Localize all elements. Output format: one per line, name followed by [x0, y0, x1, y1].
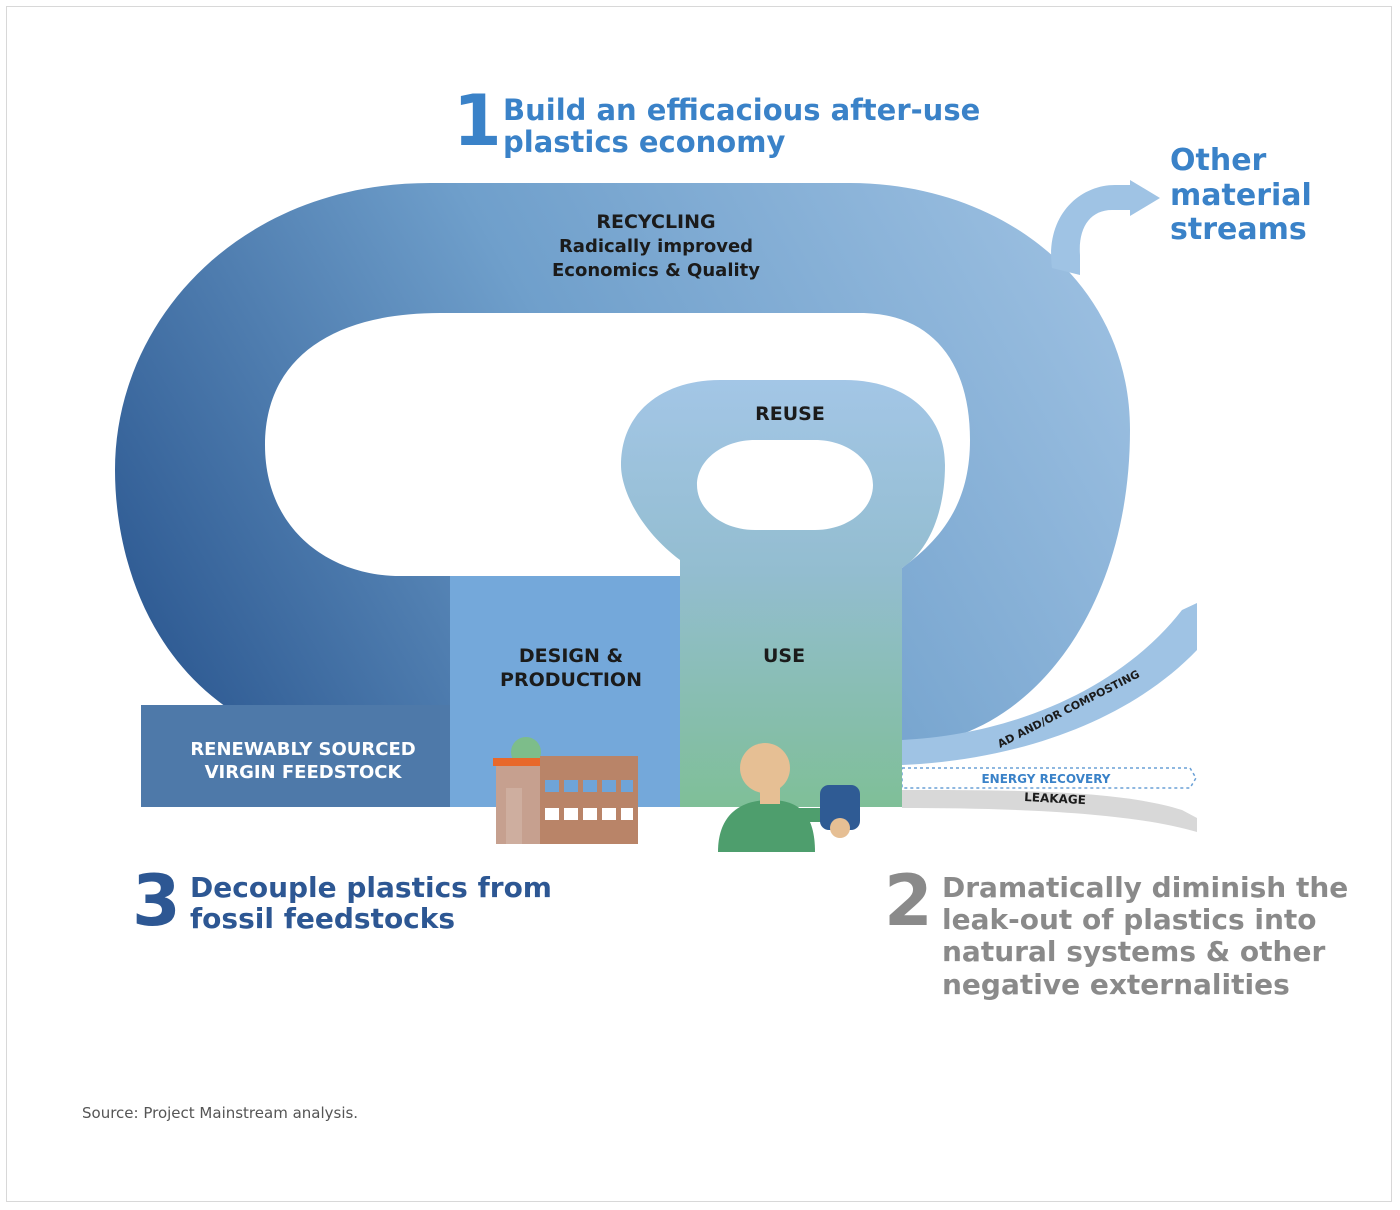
reuse-use-shape [621, 380, 945, 807]
recycling-loop [115, 183, 1130, 756]
reuse-label: REUSE [755, 403, 825, 425]
leakage-flow [902, 790, 1197, 832]
heading-2-number: 2 [884, 860, 933, 942]
heading-3-line-2: fossil feedstocks [190, 902, 456, 936]
heading-3: Decouple plastics from fossil feedstocks [190, 872, 552, 935]
other-streams-line-1: Other [1170, 143, 1267, 178]
heading-2: Dramatically diminish the leak-out of pl… [942, 871, 1349, 1001]
factory-icon [493, 737, 638, 844]
heading-3-line-1: Decouple plastics from [190, 871, 552, 904]
heading-1: Build an efficacious after-use plastics … [503, 94, 980, 159]
other-streams-label: Other material streams [1170, 143, 1312, 248]
feedstock-label-2: VIRGIN FEEDSTOCK [205, 762, 403, 783]
use-label: USE [763, 645, 805, 667]
heading-2-line-1: Dramatically diminish the [942, 871, 1349, 904]
heading-3-number: 3 [132, 860, 181, 942]
energy-recovery-label: ENERGY RECOVERY [981, 772, 1110, 786]
other-streams-line-2: material [1170, 177, 1312, 213]
feedstock-block [141, 705, 450, 807]
leakage-label: LEAKAGE [1024, 790, 1086, 807]
recycling-sub-1: Radically improved [559, 236, 753, 257]
feedstock-label-1: RENEWABLY SOURCED [190, 739, 415, 760]
composting-flow [902, 603, 1197, 765]
design-label-2: PRODUCTION [500, 669, 642, 691]
heading-2-line-3: natural systems & other [942, 935, 1326, 969]
heading-1-line-1: Build an efficacious after-use [503, 93, 981, 127]
recycling-sub-2: Economics & Quality [552, 260, 760, 281]
diagram-frame [6, 6, 1392, 1202]
heading-1-line-2: plastics economy [503, 125, 786, 160]
source-note: Source: Project Mainstream analysis. [82, 1104, 359, 1122]
other-streams-line-3: streams [1170, 212, 1307, 247]
heading-2-line-4: negative externalities [942, 967, 1290, 1001]
other-streams-branch [1051, 180, 1160, 275]
design-label-1: DESIGN & [519, 645, 623, 667]
heading-2-line-2: leak-out of plastics into [942, 903, 1317, 937]
person-icon [718, 743, 860, 852]
recycling-label: RECYCLING [596, 211, 715, 233]
heading-1-number: 1 [453, 80, 502, 162]
